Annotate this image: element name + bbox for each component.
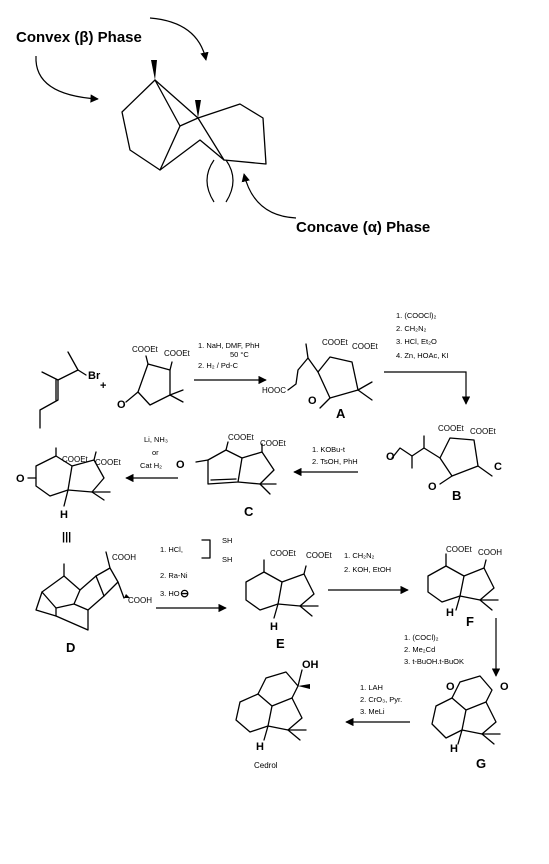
svg-text:COOEt: COOEt xyxy=(260,439,287,448)
convex-arrow-left xyxy=(35,55,99,103)
compound-A: COOEt COOEt HOOC O A xyxy=(262,338,379,421)
svg-text:H: H xyxy=(270,621,278,633)
svg-text:3. MeLi: 3. MeLi xyxy=(360,707,385,716)
svg-text:C: C xyxy=(494,461,502,473)
compound-A-label: A xyxy=(336,406,346,421)
arrow-step2: 1. (COOCl)₂ 2. CH₂N₂ 3. HCl, Et₂O 4. Zn,… xyxy=(384,311,471,405)
svg-text:COOH: COOH xyxy=(478,548,502,557)
svg-text:COOH: COOH xyxy=(128,596,152,605)
svg-text:1. NaH, DMF, PhH: 1. NaH, DMF, PhH xyxy=(198,341,260,350)
convex-arrow-top xyxy=(149,17,209,61)
svg-text:O: O xyxy=(308,395,317,407)
svg-text:2. KOH, EtOH: 2. KOH, EtOH xyxy=(344,565,391,574)
svg-text:OH: OH xyxy=(302,659,319,671)
cedrane-skeleton xyxy=(121,60,267,171)
compound-E-label: E xyxy=(276,636,285,651)
svg-text:O: O xyxy=(428,481,437,493)
svg-text:COOEt: COOEt xyxy=(352,342,379,351)
svg-text:SH: SH xyxy=(222,555,232,564)
compound-D-label: D xyxy=(66,640,75,655)
concave-phase-label: Concave (α) Phase xyxy=(296,219,430,236)
svg-text:O: O xyxy=(16,473,25,485)
compound-D: COOH COOH D xyxy=(35,551,152,655)
product-name: Cedrol xyxy=(254,761,278,770)
reactant-bromoester: Br xyxy=(39,351,101,429)
svg-text:50 °C: 50 °C xyxy=(230,350,249,359)
svg-text:2. Ra-Ni: 2. Ra-Ni xyxy=(160,571,188,580)
hydroxide-charge: ⊖ xyxy=(180,588,189,600)
svg-text:2. Me₂Cd: 2. Me₂Cd xyxy=(404,645,435,654)
svg-text:COOH: COOH xyxy=(112,553,136,562)
svg-text:Cat H₂: Cat H₂ xyxy=(140,461,162,470)
compound-G-label: G xyxy=(476,756,486,771)
product-cedrol: OH H Cedrol xyxy=(235,659,319,770)
arrow-step6: 1. CH₂N₂ 2. KOH, EtOH xyxy=(328,551,409,595)
svg-text:COOEt: COOEt xyxy=(438,424,465,433)
svg-text:1. (COCl)₂: 1. (COCl)₂ xyxy=(404,633,439,642)
svg-text:Li, NH₃: Li, NH₃ xyxy=(144,435,168,444)
svg-text:O: O xyxy=(446,681,455,693)
concave-arrow xyxy=(241,173,297,219)
svg-text:3. HO: 3. HO xyxy=(160,589,180,598)
compound-G: O O H G xyxy=(431,675,509,771)
svg-text:COOEt: COOEt xyxy=(132,345,159,354)
svg-text:COOEt: COOEt xyxy=(306,551,333,560)
compound-F-label: F xyxy=(466,614,474,629)
svg-text:O: O xyxy=(386,451,395,463)
compound-reduced-enone: COOEt COOEt O H ||| xyxy=(16,447,122,543)
svg-text:Br: Br xyxy=(88,370,101,382)
svg-text:2. CH₂N₂: 2. CH₂N₂ xyxy=(396,324,426,333)
svg-text:H: H xyxy=(446,607,454,619)
diester-cyclopentanone: COOEt COOEt O xyxy=(117,345,191,411)
arrow-step5: 1. HCl, SH SH 2. Ra-Ni 3. HO ⊖ xyxy=(156,536,232,613)
svg-text:HOOC: HOOC xyxy=(262,386,286,395)
svg-text:SH: SH xyxy=(222,536,232,545)
svg-text:4. Zn, HOAc, KI: 4. Zn, HOAc, KI xyxy=(396,351,449,360)
svg-text:COOEt: COOEt xyxy=(228,433,255,442)
arrow-step7: 1. (COCl)₂ 2. Me₂Cd 3. t-BuOH.t-BuOK xyxy=(404,618,501,677)
svg-text:COOEt: COOEt xyxy=(164,349,191,358)
plus-sign: + xyxy=(100,380,106,392)
svg-text:H: H xyxy=(60,509,68,521)
phase-diagram: Convex (β) Phase Concave (α) Phase xyxy=(16,17,430,236)
svg-text:COOEt: COOEt xyxy=(446,545,473,554)
svg-text:3. t-BuOH.t-BuOK: 3. t-BuOH.t-BuOK xyxy=(404,657,464,666)
svg-text:1. (COOCl)₂: 1. (COOCl)₂ xyxy=(396,311,437,320)
steric-arc-left xyxy=(206,159,215,203)
svg-text:or: or xyxy=(152,448,159,457)
compound-B-label: B xyxy=(452,488,461,503)
compound-C: COOEt COOEt O C xyxy=(176,433,287,519)
arrow-step8: 1. LAH 2. CrO₃, Pyr. 3. MeLi xyxy=(345,683,410,727)
svg-text:COOEt: COOEt xyxy=(95,458,122,467)
arrow-step3: 1. KOBu-t 2. TsOH, PhH xyxy=(293,445,358,477)
svg-text:COOEt: COOEt xyxy=(470,427,497,436)
compound-C-label: C xyxy=(244,504,254,519)
svg-text:3. HCl, Et₂O: 3. HCl, Et₂O xyxy=(396,337,437,346)
arrow-step1: 1. NaH, DMF, PhH 50 °C 2. H₂ / Pd-C xyxy=(194,341,267,385)
svg-text:O: O xyxy=(117,399,126,411)
svg-text:H: H xyxy=(256,741,264,753)
compound-E: COOEt COOEt H E xyxy=(245,549,333,651)
svg-text:2. TsOH, PhH: 2. TsOH, PhH xyxy=(312,457,358,466)
svg-text:1. CH₂N₂: 1. CH₂N₂ xyxy=(344,551,374,560)
steric-arc-right xyxy=(225,159,234,203)
svg-text:2. H₂ / Pd-C: 2. H₂ / Pd-C xyxy=(198,361,239,370)
svg-text:H: H xyxy=(450,743,458,755)
svg-text:2. CrO₃, Pyr.: 2. CrO₃, Pyr. xyxy=(360,695,402,704)
compound-F: COOEt COOH H F xyxy=(427,545,502,629)
convex-phase-label: Convex (β) Phase xyxy=(16,29,142,46)
svg-text:1. HCl,: 1. HCl, xyxy=(160,545,183,554)
svg-text:COOEt: COOEt xyxy=(270,549,297,558)
compound-B: COOEt COOEt O O C B xyxy=(386,424,502,503)
equivalence-symbol: ||| xyxy=(62,531,71,543)
svg-text:1. KOBu-t: 1. KOBu-t xyxy=(312,445,346,454)
svg-text:COOEt: COOEt xyxy=(62,455,89,464)
svg-text:O: O xyxy=(176,459,185,471)
svg-text:O: O xyxy=(500,681,509,693)
svg-text:COOEt: COOEt xyxy=(322,338,349,347)
svg-text:1. LAH: 1. LAH xyxy=(360,683,383,692)
arrow-step4: Li, NH₃ or Cat H₂ xyxy=(125,435,178,483)
